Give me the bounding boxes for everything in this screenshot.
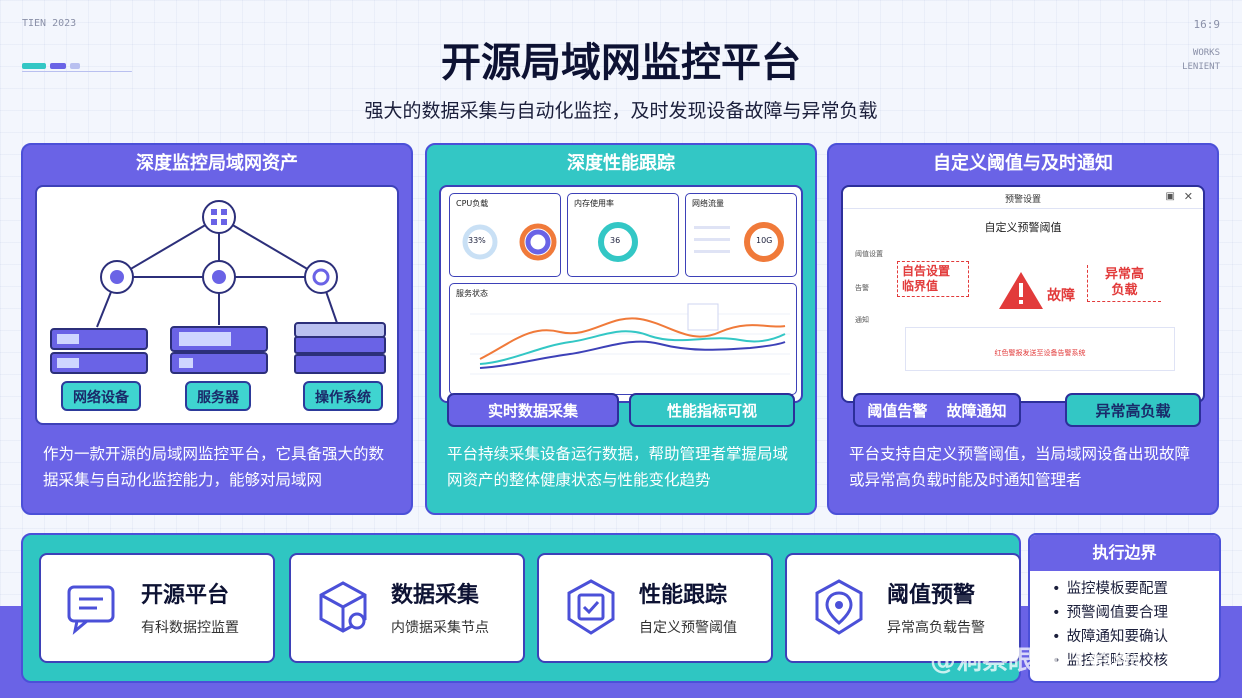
list-item: 故障通知要确认 xyxy=(1052,625,1219,649)
mini-card-cpu: CPU负载 33% xyxy=(449,193,561,277)
device-label-network: 网络设备 xyxy=(61,381,141,411)
mini-card-network: 网络流量 10G xyxy=(685,193,797,277)
card-title: 自定义阈值与及时通知 xyxy=(933,153,1113,174)
side-item[interactable]: 阈值设置 xyxy=(855,250,883,258)
gear-node-icon xyxy=(304,260,338,294)
alert-settings-window: 预警设置 ▣ ✕ 自定义预警阈值 阈值设置 告警 通知 自告设置 临界值 故障 … xyxy=(841,185,1205,403)
window-title: 预警设置 xyxy=(1004,195,1041,205)
series-navy-line xyxy=(479,340,786,369)
cpu-gauges xyxy=(462,223,557,261)
series-teal-line xyxy=(479,330,786,365)
shield-check-icon xyxy=(567,579,615,635)
window-titlebar: 预警设置 ▣ ✕ xyxy=(843,187,1203,209)
mini-card-memory: 内存使用率 36 xyxy=(567,193,679,277)
topology-panel: 网络设备 服务器 操作系统 xyxy=(35,185,399,425)
accent-bar xyxy=(22,63,132,72)
line-chart-card: 服务状态 xyxy=(449,283,797,395)
fault-label: 故障 xyxy=(1047,288,1075,304)
mini-card-value: 33% xyxy=(468,236,486,245)
high-load-alert-label: 异常高 负载 xyxy=(1087,265,1161,302)
location-pin-icon xyxy=(815,579,863,635)
card-performance-tracking: 深度性能跟踪 CPU负载 33% 内存使用率 36 网络流量 xyxy=(425,143,817,515)
side-item[interactable]: 告警 xyxy=(855,284,869,292)
cube-icon xyxy=(319,581,367,633)
window-subtitle: 自定义预警阈值 xyxy=(984,221,1062,234)
tag-fault-notify: 故障通知 xyxy=(946,402,1007,420)
chat-document-icon xyxy=(67,585,115,635)
card-asset-monitoring: 深度监控局域网资产 xyxy=(21,143,413,515)
list-item: 预警阈值要合理 xyxy=(1052,601,1219,625)
feature-threshold-alert: 阈值预警 异常高负载告警 xyxy=(785,553,1021,663)
feature-title: 阈值预警 xyxy=(887,583,976,608)
tag-realtime-collection: 实时数据采集 xyxy=(447,393,619,427)
maximize-icon[interactable]: ▣ xyxy=(1165,191,1175,202)
card-description: 平台持续采集设备运行数据，帮助管理者掌握局域网资产的整体健康状态与性能变化趋势 xyxy=(447,445,789,489)
side-item[interactable]: 通知 xyxy=(855,316,869,324)
tag-high-load: 异常高负载 xyxy=(1065,393,1201,427)
notification-text: 红色警报发送至设备告警系统 xyxy=(994,349,1086,357)
card-title: 深度监控局域网资产 xyxy=(136,153,298,174)
device-label-server: 服务器 xyxy=(185,381,251,411)
page-title: 开源局域网监控平台 xyxy=(441,40,801,86)
memory-gauge xyxy=(598,222,638,262)
feature-subtitle: 异常高负载告警 xyxy=(887,620,985,636)
feature-open-source: 开源平台 有科数据控监置 xyxy=(39,553,275,663)
close-icon[interactable]: ✕ xyxy=(1183,190,1193,203)
card-description: 作为一款开源的局域网监控平台，它具备强大的数据采集与自动化监控能力，能够对局域网 xyxy=(43,445,385,489)
feature-title: 开源平台 xyxy=(141,583,230,608)
execution-boundary-title: 执行边界 xyxy=(1030,535,1219,571)
dashboard-panel: CPU负载 33% 内存使用率 36 网络流量 10G xyxy=(439,185,803,403)
network-topology-diagram xyxy=(50,200,386,374)
corner-right-line-2: LENIENT xyxy=(1182,62,1220,72)
watermark: @洞察眼MIT系统 xyxy=(930,646,1140,676)
list-item: 监控策略要校核 xyxy=(1052,649,1219,673)
feature-data-collection: 数据采集 内馈据采集节点 xyxy=(289,553,525,663)
mini-card-value: 10G xyxy=(756,236,773,245)
list-item: 监控模板要配置 xyxy=(1052,577,1219,601)
page-subtitle: 强大的数据采集与自动化监控，及时发现设备故障与异常负载 xyxy=(364,100,878,122)
server-icon xyxy=(170,326,268,374)
network-gauge xyxy=(694,222,784,262)
hub-node-icon xyxy=(202,200,236,234)
os-device-icon xyxy=(294,322,386,374)
execution-boundary-panel: 执行边界 监控模板要配置 预警阈值要合理 故障通知要确认 监控策略要校核 xyxy=(1028,533,1221,683)
features-strip: 开源平台 有科数据控监置 数据采集 内馈据采集节点 性能跟踪 自定义预警阈值 阈… xyxy=(21,533,1021,683)
mini-card-title: 内存使用率 xyxy=(574,199,614,208)
tag-metric-visual: 性能指标可视 xyxy=(629,393,795,427)
tag-threshold-fault: 阈值告警 故障通知 xyxy=(853,393,1021,427)
feature-subtitle: 自定义预警阈值 xyxy=(639,620,737,636)
card-title: 深度性能跟踪 xyxy=(567,153,675,174)
chart-title: 服务状态 xyxy=(456,289,488,298)
feature-title: 性能跟踪 xyxy=(639,583,728,608)
tag-threshold: 阈值告警 xyxy=(867,402,928,420)
card-description: 平台支持自定义预警阈值，当局域网设备出现故障或异常高负载时能及时通知管理者 xyxy=(849,445,1191,489)
device-label-os: 操作系统 xyxy=(303,381,383,411)
feature-performance: 性能跟踪 自定义预警阈值 xyxy=(537,553,773,663)
mini-card-title: CPU负载 xyxy=(456,199,489,208)
switch-node-icon xyxy=(202,260,236,294)
feature-subtitle: 内馈据采集节点 xyxy=(391,620,489,636)
status-line-chart xyxy=(470,303,790,375)
mini-card-value: 36 xyxy=(610,236,621,245)
execution-boundary-list: 监控模板要配置 预警阈值要合理 故障通知要确认 监控策略要校核 xyxy=(1030,571,1219,673)
warning-triangle-icon xyxy=(999,272,1043,309)
chart-tooltip xyxy=(687,303,719,331)
feature-title: 数据采集 xyxy=(391,583,480,608)
router-node-icon xyxy=(100,260,134,294)
corner-left-label: TIEN 2023 xyxy=(22,18,77,29)
feature-subtitle: 有科数据控监置 xyxy=(141,620,239,636)
threshold-alert-label: 自告设置 临界值 xyxy=(897,261,969,297)
corner-right-line-1: WORKS xyxy=(1192,48,1220,58)
series-orange-line xyxy=(479,317,786,360)
network-device-icon xyxy=(50,328,148,374)
mini-card-title: 网络流量 xyxy=(692,199,724,208)
corner-right-time: 16:9 xyxy=(1193,18,1221,31)
card-threshold-notify: 自定义阈值与及时通知 预警设置 ▣ ✕ 自定义预警阈值 阈值设置 告警 通知 自… xyxy=(827,143,1219,515)
notification-box: 红色警报发送至设备告警系统 xyxy=(905,327,1175,371)
